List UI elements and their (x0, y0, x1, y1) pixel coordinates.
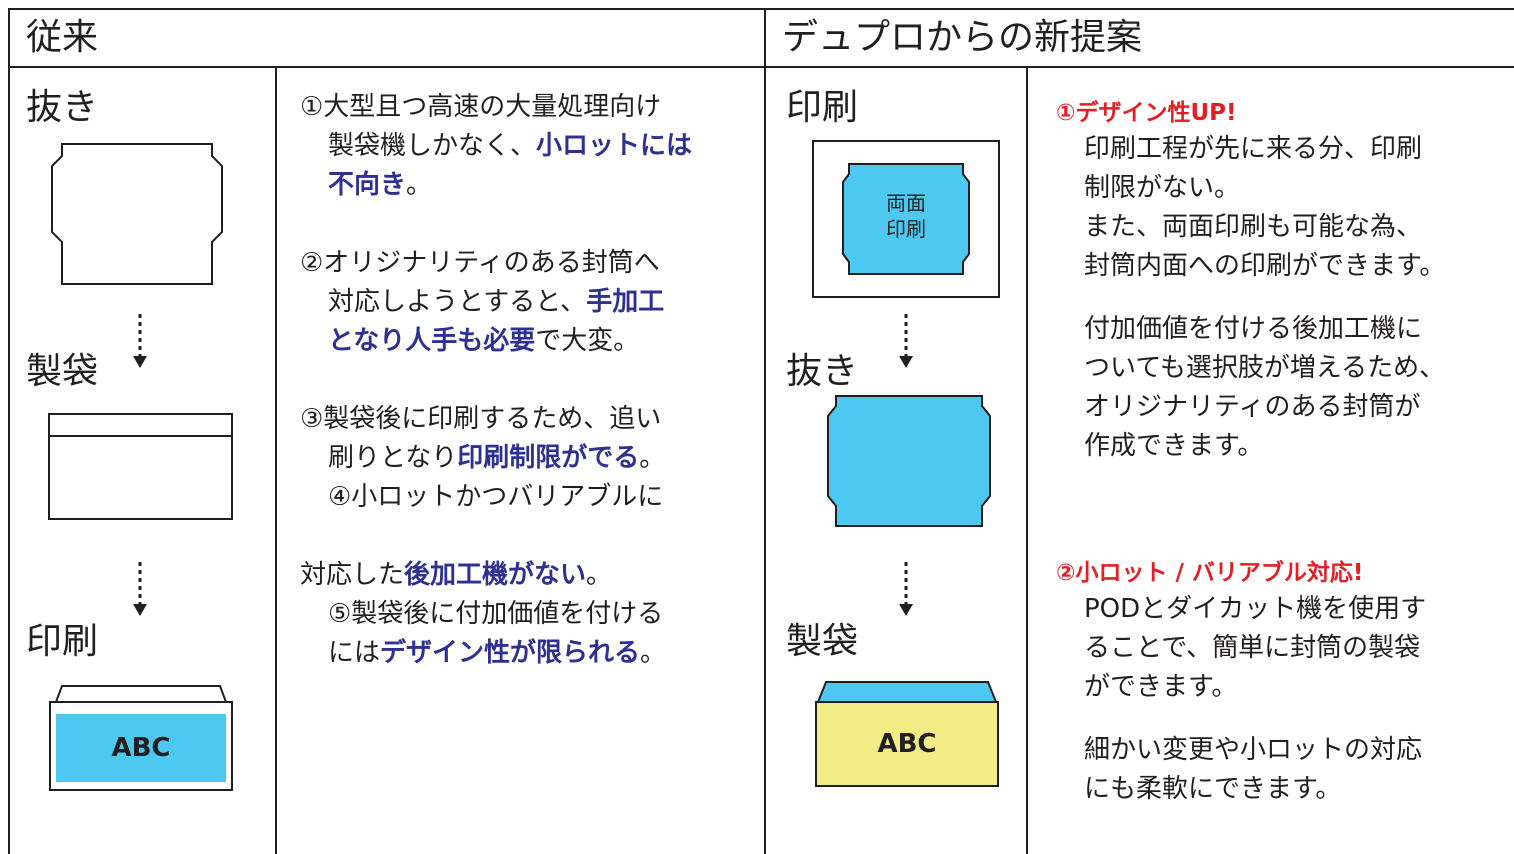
left-envelope-printed: ABC (48, 684, 234, 792)
left-point-line: ⑤製袋後に付加価値を付ける (300, 595, 692, 634)
right-arrow-1 (899, 314, 913, 368)
right-blank-label-2: 印刷 (886, 217, 926, 241)
point-text: 対応した (300, 560, 405, 590)
right-step-print: 印刷 (786, 87, 859, 128)
right-header-title: デュプロからの新提案 (782, 17, 1143, 58)
left-point-line: 対応しようとすると、手加工 (300, 283, 692, 322)
benefit-1-text: 印刷工程が先に来る分、印刷 制限がない。 また、両面印刷も可能な為、 封筒内面へ… (1084, 130, 1445, 466)
point-text: 。 (586, 560, 613, 590)
benefit-2-line: ることで、簡単に封筒の製袋 (1084, 633, 1421, 663)
benefit-1-line: 付加価値を付ける後加工機に (1084, 314, 1423, 344)
benefit-2-title: ②小ロット / バリアブル対応! (1056, 560, 1364, 586)
left-blank-outline (51, 143, 223, 285)
emphasis-text: となり人手も必要 (328, 326, 536, 356)
left-arrow-2 (133, 562, 147, 616)
point-text: ②オリジナリティのある封筒へ (300, 248, 660, 278)
left-envelope-label: ABC (111, 733, 171, 763)
left-arrow-1 (133, 314, 147, 368)
benefit-1-line: 作成できます。 (1084, 431, 1264, 461)
emphasis-text: 不向き (328, 170, 407, 200)
benefit-1-line: オリジナリティのある封筒が (1084, 392, 1421, 422)
point-text: 製袋機しかなく、 (328, 131, 537, 161)
left-step-bagmaking: 製袋 (26, 351, 99, 392)
left-step-punch: 抜き (26, 87, 99, 128)
point-text: で大変。 (535, 326, 640, 356)
benefit-2-text: PODとダイカット機を使用す ることで、簡単に封筒の製袋 ができます。 細かい変… (1084, 590, 1426, 809)
left-point-line: となり人手も必要で大変。 (300, 322, 692, 361)
left-envelope-plain (48, 413, 233, 520)
left-point-line: ①大型且つ高速の大量処理向け (300, 88, 692, 127)
table-border-header-bottom (8, 66, 1514, 68)
point-text: には (328, 638, 381, 668)
left-point-line: ②オリジナリティのある封筒へ (300, 244, 692, 283)
left-header-title: 従来 (26, 17, 99, 58)
benefit-1-line: ついても選択肢が増えるため、 (1084, 353, 1446, 383)
point-text: 刷りとなり (328, 443, 458, 473)
table-divider-right-inner (1026, 66, 1028, 854)
right-step-punch: 抜き (786, 351, 859, 392)
left-point-line: 対応した後加工機がない。 (300, 556, 692, 595)
emphasis-text: 手加工 (586, 287, 665, 317)
table-divider-center (764, 8, 766, 854)
benefit-2-line: 細かい変更や小ロットの対応 (1084, 735, 1423, 765)
point-text: 。 (640, 638, 667, 668)
left-point-line: 刷りとなり印刷制限がでる。 (300, 439, 692, 478)
right-envelope-printed: ABC (812, 680, 1002, 788)
benefit-1-line: 封筒内面への印刷ができます。 (1084, 251, 1446, 281)
left-point-line: 製袋機しかなく、小ロットには (300, 127, 692, 166)
left-points: ①大型且つ高速の大量処理向け製袋機しかなく、小ロットには不向き。②オリジナリティ… (300, 88, 692, 673)
left-point-line: ③製袋後に印刷するため、追い (300, 400, 692, 439)
emphasis-text: 印刷制限がでる (457, 443, 640, 473)
right-arrow-2 (899, 562, 913, 616)
benefit-1-line: また、両面印刷も可能な為、 (1084, 212, 1423, 242)
point-text: ③製袋後に印刷するため、追い (300, 404, 662, 434)
left-step-print: 印刷 (26, 621, 99, 662)
point-text: 。 (406, 170, 433, 200)
left-point-line: 不向き。 (300, 166, 692, 205)
emphasis-text: 後加工機がない (404, 560, 587, 590)
left-point-line: にはデザイン性が限られる。 (300, 634, 692, 673)
table-divider-left-inner (275, 66, 277, 854)
benefit-1-line: 制限がない。 (1084, 173, 1241, 203)
benefit-2-line: ができます。 (1084, 672, 1238, 702)
benefit-2-line: にも柔軟にできます。 (1084, 774, 1342, 804)
right-blank-label-1: 両面 (886, 191, 926, 215)
benefit-1-line: 印刷工程が先に来る分、印刷 (1084, 134, 1423, 164)
point-text: ⑤製袋後に付加価値を付ける (328, 599, 664, 629)
table-border-left (8, 8, 10, 854)
point-text: ①大型且つ高速の大量処理向け (300, 92, 662, 122)
right-envelope-label: ABC (877, 729, 937, 759)
benefit-1-title: ①デザイン性UP! (1056, 100, 1237, 126)
point-text: 対応しようとすると、 (328, 287, 587, 317)
right-print-sheet: 両面 印刷 (812, 140, 1000, 298)
benefit-2-line: PODとダイカット機を使用す (1084, 594, 1427, 624)
table-border-top (8, 8, 1514, 10)
emphasis-text: 小ロットには (536, 131, 693, 161)
right-step-bagmaking: 製袋 (786, 621, 859, 662)
point-text: 。 (639, 443, 666, 473)
emphasis-text: デザイン性が限られる (380, 638, 641, 668)
right-blank-cut (827, 395, 991, 527)
left-point-line: ④小ロットかつバリアブルに (300, 478, 692, 517)
point-text: ④小ロットかつバリアブルに (328, 482, 664, 512)
